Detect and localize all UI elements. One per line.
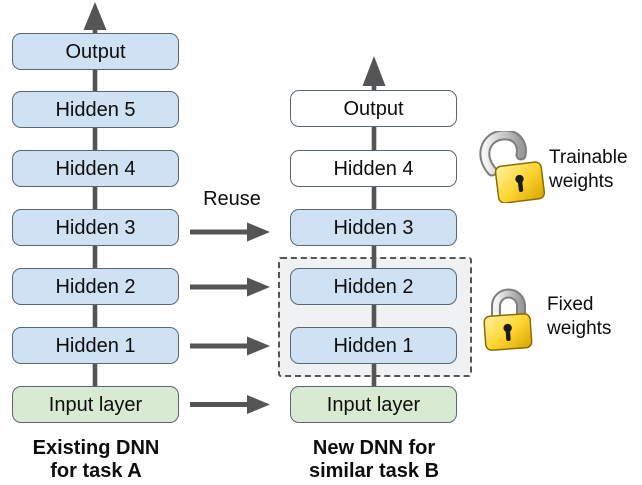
layer-b-hidden4: Hidden 4 [290,150,457,187]
up-arrow-a-icon [83,2,107,30]
unlocked-padlock-icon [479,131,546,203]
caption-new-line2: similar task B [308,460,440,482]
layer-b-hidden2: Hidden 2 [290,268,457,305]
layer-b-input: Input layer [290,386,457,423]
reuse-arrow-hidden3-icon [190,222,270,242]
reuse-arrow-hidden2-icon [190,277,270,297]
caption-new-line1: New DNN for [312,437,436,459]
legend-trainable-weights: Trainable weights [549,146,628,194]
reuse-arrow-input-icon [190,395,270,414]
layer-a-hidden1: Hidden 1 [12,327,179,364]
layer-a-output: Output [12,33,179,70]
layer-b-hidden3: Hidden 3 [290,209,457,246]
reuse-label: Reuse [203,188,261,210]
reuse-arrow-hidden1-icon [190,336,270,356]
legend-fixed-line1: Fixed [547,294,594,315]
legend-fixed-weights: Fixed weights [547,293,611,341]
layer-a-hidden3: Hidden 3 [12,209,179,246]
caption-existing-dnn: Existing DNN for task A [0,437,196,483]
layer-a-hidden4: Hidden 4 [12,150,179,187]
locked-padlock-icon [483,288,533,351]
legend-trainable-line1: Trainable [549,147,628,168]
layer-b-hidden1: Hidden 1 [290,327,457,364]
up-arrow-b-icon [362,56,386,86]
layer-b-output: Output [290,90,457,127]
caption-existing-line1: Existing DNN [32,437,160,459]
layer-a-input: Input layer [12,386,179,423]
legend-fixed-line2: weights [547,318,612,339]
layer-a-hidden5: Hidden 5 [12,91,179,128]
legend-trainable-line2: weights [549,171,614,192]
layer-a-hidden2: Hidden 2 [12,268,179,305]
caption-existing-line2: for task A [50,460,142,482]
caption-new-dnn: New DNN for similar task B [274,437,474,483]
